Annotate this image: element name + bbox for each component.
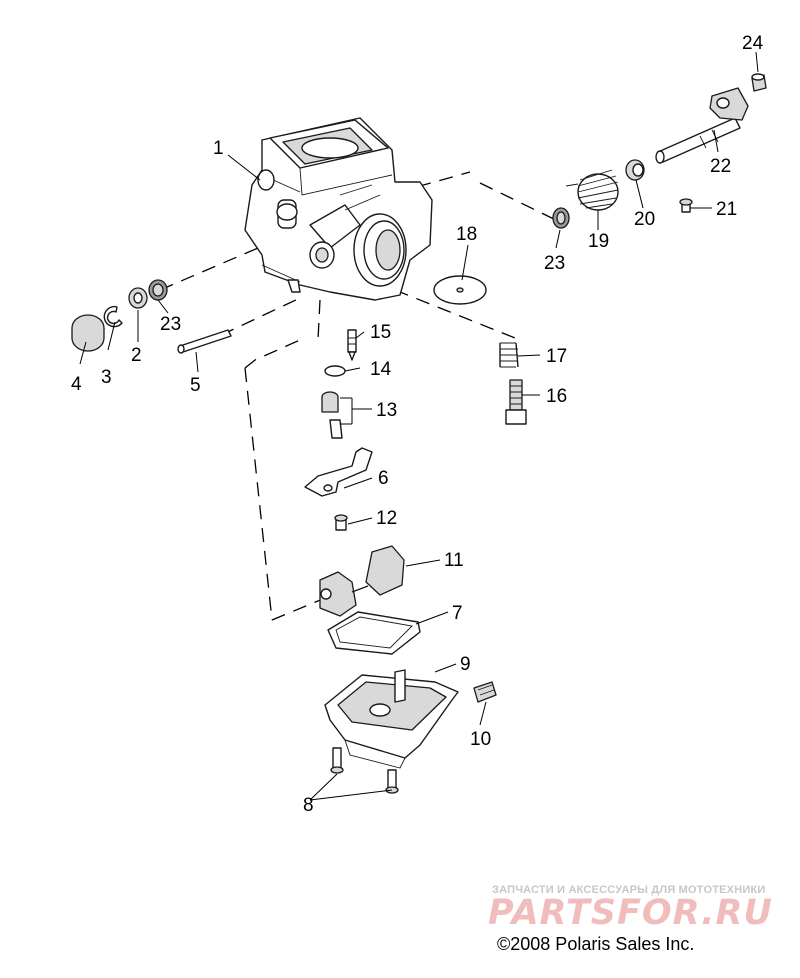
callout-20: 20 [634, 209, 655, 230]
callout-labels: 1 2 3 4 5 6 7 8 9 10 11 12 13 14 15 16 1… [71, 33, 764, 816]
callout-14: 14 [370, 359, 392, 380]
drain-screw-10 [473, 681, 497, 703]
callout-8: 8 [303, 795, 314, 816]
spring-17 [499, 342, 519, 368]
float-bowl-9 [324, 669, 459, 769]
watermark-tagline: ЗАПЧАСТИ И АКСЕССУАРЫ ДЛЯ МОТОТЕХНИКИ [492, 884, 766, 896]
callout-3: 3 [101, 367, 112, 388]
seal-23-left [148, 279, 168, 301]
shaft-5 [177, 329, 232, 354]
screw-21 [679, 198, 693, 213]
gasket-7 [327, 611, 421, 655]
screws-8 [330, 747, 399, 794]
diaphragm-18 [433, 275, 487, 305]
callout-22: 22 [710, 156, 731, 177]
throttle-shaft-22 [655, 87, 749, 164]
screw-16 [505, 379, 527, 425]
callout-2: 2 [131, 345, 142, 366]
callout-12: 12 [376, 508, 397, 529]
callout-11: 11 [444, 550, 464, 571]
callout-16: 16 [546, 386, 567, 407]
float-11 [319, 545, 405, 617]
callout-5: 5 [190, 375, 201, 396]
screw-12 [334, 514, 348, 531]
e-clip-3 [103, 305, 123, 328]
callout-1: 1 [213, 138, 224, 159]
washer-2 [128, 287, 148, 309]
o-ring-14 [324, 365, 346, 377]
callout-21: 21 [716, 199, 737, 220]
carburetor-body [244, 117, 433, 301]
leader-lines [79, 51, 759, 801]
callout-10: 10 [470, 729, 491, 750]
seal-23-right [552, 207, 570, 229]
assembly-guide-lines [159, 171, 561, 621]
watermark-logo: PARTSFOR.RU [488, 893, 773, 933]
callout-6: 6 [378, 468, 389, 489]
callout-23-right: 23 [544, 253, 565, 274]
callout-19: 19 [588, 231, 609, 252]
callout-9: 9 [460, 654, 471, 675]
cap-4 [71, 314, 105, 352]
cap-24 [751, 73, 767, 92]
spring-19 [565, 169, 619, 211]
callout-4: 4 [71, 374, 82, 395]
jet-assembly-13 [321, 391, 343, 439]
callout-17: 17 [546, 346, 567, 367]
callout-18: 18 [456, 224, 477, 245]
callout-23-left: 23 [160, 314, 181, 335]
copyright-notice: ©2008 Polaris Sales Inc. [497, 934, 695, 954]
callout-15: 15 [370, 322, 391, 343]
callout-7: 7 [452, 603, 463, 624]
bracket-6 [304, 447, 373, 497]
needle-15 [347, 329, 357, 361]
callout-24: 24 [742, 33, 764, 54]
bushing-20 [625, 159, 645, 181]
callout-13: 13 [376, 400, 397, 421]
